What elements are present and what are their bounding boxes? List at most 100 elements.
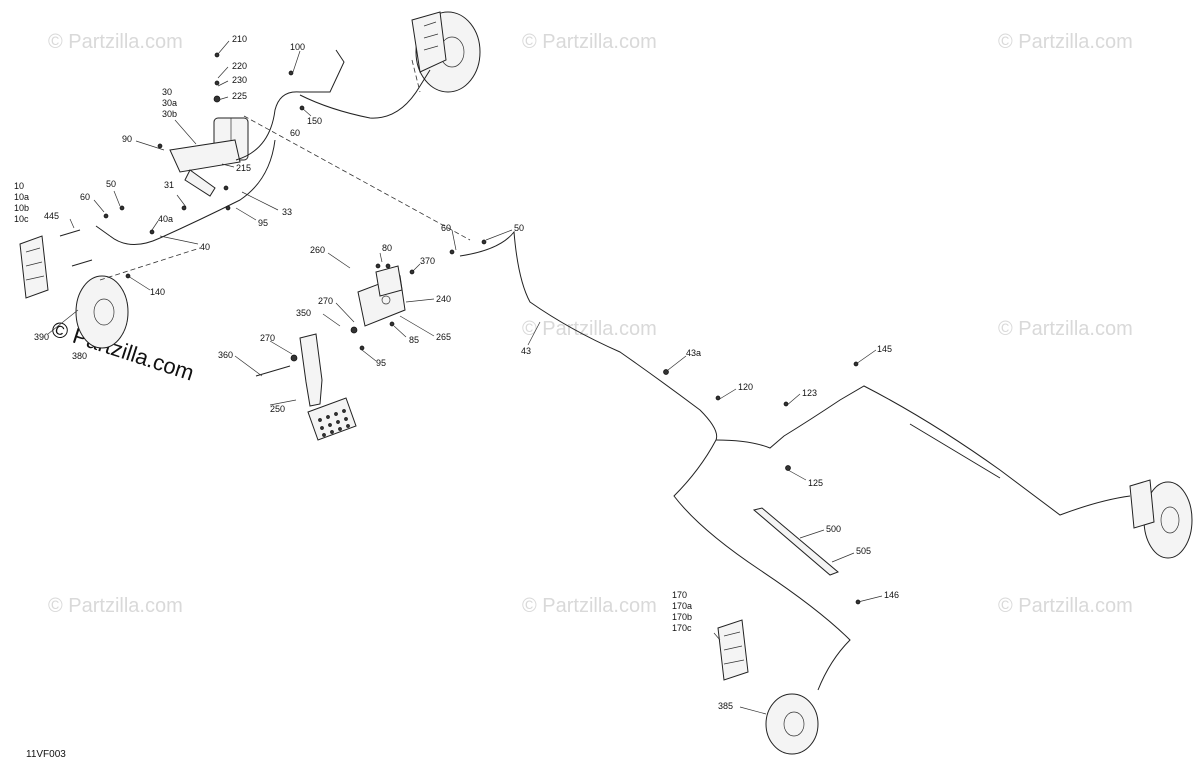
callout-label: 225 xyxy=(232,91,247,101)
brake-disc xyxy=(75,275,129,349)
callout-label: 90 xyxy=(122,134,132,144)
callout-label: 40a xyxy=(158,214,173,224)
disc-hub xyxy=(1160,506,1180,534)
callout-label: 50 xyxy=(106,179,116,189)
callout-label: 80 xyxy=(382,243,392,253)
callout-label: 145 xyxy=(877,344,892,354)
callout-label: 230 xyxy=(232,75,247,85)
callout-label: 250 xyxy=(270,404,285,414)
callout-label: 360 xyxy=(218,350,233,360)
master-cylinder-body xyxy=(169,139,241,173)
brake-line-rear-main xyxy=(459,230,718,441)
watermark: © Partzilla.com xyxy=(998,31,1133,53)
callout-label: 240 xyxy=(436,294,451,304)
brake-line-rear-right xyxy=(715,385,1131,516)
watermark: © Partzilla.com xyxy=(522,31,657,53)
pedal-pad-grip xyxy=(318,409,350,437)
watermark: © Partzilla.com xyxy=(522,318,657,340)
callout-label: 30a xyxy=(162,98,177,108)
bushing xyxy=(290,354,298,362)
callout-label: 60 xyxy=(290,128,300,138)
pivot-bolt xyxy=(255,365,291,377)
routing-dashed-line xyxy=(243,115,471,241)
brake-caliper xyxy=(1129,479,1155,529)
caliper-detail xyxy=(25,247,45,281)
fasteners xyxy=(103,70,861,605)
callout-label: 170b xyxy=(672,612,692,622)
callout-label: 95 xyxy=(376,358,386,368)
brake-line-clip-strip xyxy=(909,423,1001,479)
callout-label: 100 xyxy=(290,42,305,52)
callout-label: 260 xyxy=(310,245,325,255)
callout-label: 85 xyxy=(409,335,419,345)
disc-hub xyxy=(783,711,805,737)
front-left-brake-assembly xyxy=(19,229,129,349)
brake-lines xyxy=(95,49,1131,691)
bushing xyxy=(350,326,358,334)
callout-label: 385 xyxy=(718,701,733,711)
callout-label: 120 xyxy=(738,382,753,392)
callout-label: 505 xyxy=(856,546,871,556)
callout-label: 31 xyxy=(164,180,174,190)
callout-label: 380 xyxy=(72,351,87,361)
callout-label: 140 xyxy=(150,287,165,297)
washer xyxy=(214,80,220,86)
callout-label: 60 xyxy=(441,223,451,233)
front-right-brake-assembly xyxy=(411,11,481,93)
callout-label: 10a xyxy=(14,192,29,202)
callout-label: 10b xyxy=(14,203,29,213)
watermark: © Partzilla.com xyxy=(48,595,183,617)
brake-line-rear-left xyxy=(673,439,851,691)
leader-lines xyxy=(47,40,883,715)
bracket-top xyxy=(375,265,403,297)
callout-label: 370 xyxy=(420,256,435,266)
callout-label: 146 xyxy=(884,590,899,600)
rear-left-brake-assembly xyxy=(717,619,819,755)
callout-label: 500 xyxy=(826,524,841,534)
callout-label: 95 xyxy=(258,218,268,228)
caliper-bolt xyxy=(59,229,81,237)
callout-label: 40 xyxy=(200,242,210,252)
diagram-code: 11VF003 xyxy=(26,749,66,760)
brake-pedal-pad xyxy=(307,397,357,441)
callout-label: 10c xyxy=(14,214,29,224)
caliper-detail xyxy=(423,21,439,51)
watermark-group: © Partzilla.com © Partzilla.com © Partzi… xyxy=(48,31,1133,617)
callout-label: 170 xyxy=(672,590,687,600)
caliper-bolt xyxy=(71,259,93,267)
brake-line-front-right xyxy=(235,49,345,161)
callout-label: 125 xyxy=(808,478,823,488)
callout-label: 170a xyxy=(672,601,692,611)
brake-pedal-arm xyxy=(299,333,323,407)
brake-disc xyxy=(765,693,819,755)
callout-label: 265 xyxy=(436,332,451,342)
callout-label: 150 xyxy=(307,116,322,126)
rear-right-brake-assembly xyxy=(1129,479,1193,559)
callout-label: 350 xyxy=(296,308,311,318)
grommet xyxy=(213,95,221,103)
routing-guides xyxy=(99,59,471,281)
callout-label: 10 xyxy=(14,181,24,191)
pedal-bracket-assembly xyxy=(255,265,406,441)
callout-label: 50 xyxy=(514,223,524,233)
brake-caliper xyxy=(19,235,49,299)
callout-label: 210 xyxy=(232,34,247,44)
routing-dashed-line xyxy=(99,247,201,281)
watermark: © Partzilla.com xyxy=(998,595,1133,617)
callout-label: 270 xyxy=(318,296,333,306)
callout-label: 123 xyxy=(802,388,817,398)
line-support-bracket xyxy=(752,507,839,576)
bracket-hole xyxy=(381,295,391,305)
brake-line-front-left xyxy=(109,139,276,245)
callout-label: 215 xyxy=(236,163,251,173)
callout-labels: 210 100 220 230 30 30a 225 30b 60 150 90… xyxy=(14,34,899,711)
callout-label: 30 xyxy=(162,87,172,97)
disc-hub xyxy=(93,298,115,326)
callout-label: 390 xyxy=(34,332,49,342)
callout-label: 30b xyxy=(162,109,177,119)
brake-hose-front-left xyxy=(95,225,111,237)
callout-label: 220 xyxy=(232,61,247,71)
callout-label: 170c xyxy=(672,623,692,633)
caliper-detail xyxy=(723,631,745,665)
